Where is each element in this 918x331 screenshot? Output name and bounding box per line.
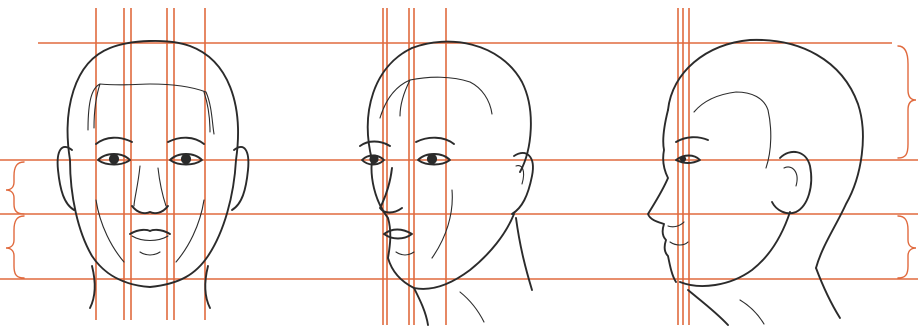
head-profile-view bbox=[648, 40, 863, 325]
front-nose bbox=[134, 166, 140, 206]
tq-hairline bbox=[380, 77, 492, 118]
head-front-view bbox=[58, 41, 249, 308]
profile-neck-back bbox=[816, 268, 840, 318]
tq-neck-front bbox=[414, 288, 428, 325]
tq-right-eyebrow bbox=[416, 138, 454, 144]
brace-left-lower bbox=[6, 216, 24, 278]
front-neck-left bbox=[90, 266, 95, 308]
vertical-guides-profile bbox=[678, 8, 689, 325]
tq-mouth bbox=[384, 230, 412, 239]
profile-eyebrow bbox=[676, 137, 708, 142]
profile-face-contour bbox=[648, 110, 676, 282]
front-neck-right bbox=[205, 266, 210, 308]
front-left-eyebrow bbox=[96, 138, 132, 144]
tq-left-eyebrow bbox=[360, 142, 390, 147]
front-head-outline bbox=[68, 41, 238, 287]
vertical-guides-three-quarter bbox=[383, 8, 446, 325]
proportion-braces bbox=[6, 46, 916, 278]
brace-right-upper bbox=[898, 46, 916, 158]
front-mouth bbox=[130, 230, 170, 234]
profile-ear bbox=[772, 152, 811, 213]
tq-head-outline bbox=[368, 42, 531, 172]
horizontal-guides bbox=[0, 43, 918, 279]
front-hairline bbox=[88, 84, 214, 134]
profile-head-outline bbox=[668, 40, 863, 268]
brace-left-upper bbox=[6, 162, 24, 214]
profile-neck-front bbox=[688, 290, 728, 325]
brace-right-lower bbox=[898, 216, 916, 278]
profile-hairline bbox=[694, 92, 768, 112]
